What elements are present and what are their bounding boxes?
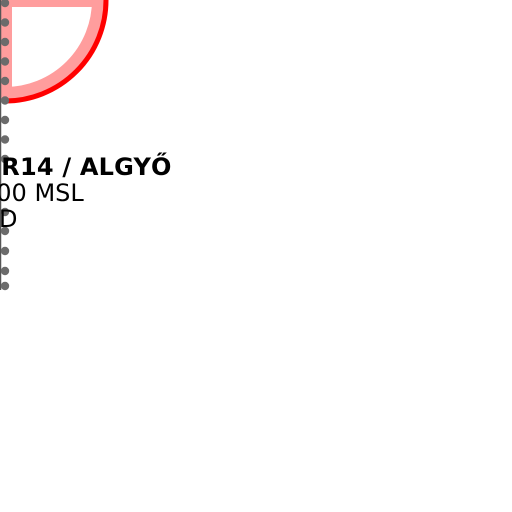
boundary-dot [0, 207, 10, 217]
boundary-dot [0, 135, 10, 144]
boundary-dot [0, 246, 10, 256]
boundary-dot [0, 266, 10, 276]
boundary-dot [0, 0, 10, 8]
airspace-lower-limit: ND [0, 205, 18, 233]
boundary-dot [0, 76, 10, 86]
dotted-boundary [0, 0, 10, 291]
airspace-label[interactable]: HR14 / ALGYŐ 500 MSL ND [0, 155, 172, 233]
boundary-dot [0, 18, 10, 27]
boundary-dot [0, 96, 10, 105]
boundary-dot [0, 115, 10, 125]
boundary-dot [0, 226, 10, 236]
restricted-zone-buffer [0, 0, 107, 102]
airspace-name: HR14 / ALGYŐ [0, 153, 172, 181]
boundary-dot [0, 281, 10, 291]
boundary-dot [0, 37, 10, 47]
airspace-upper-limit: 500 MSL [0, 179, 84, 207]
restricted-zone-boundary [4, 0, 109, 104]
boundary-dot [0, 154, 10, 164]
boundary-dot [0, 57, 10, 66]
